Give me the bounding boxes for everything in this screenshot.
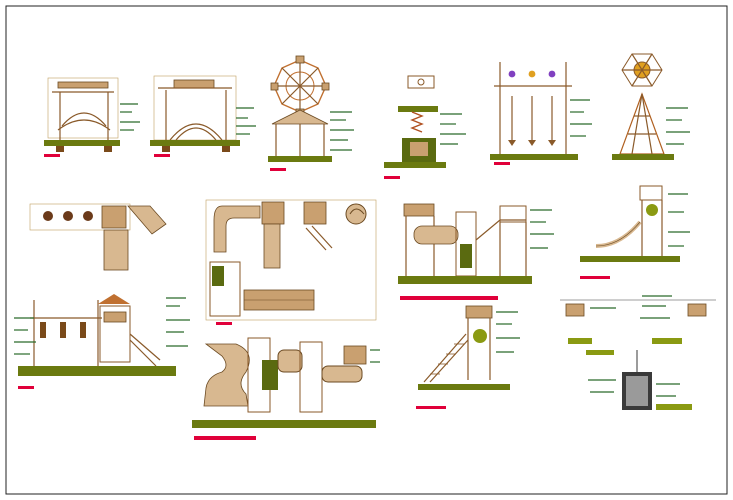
footing-details	[560, 295, 716, 410]
tower-swing-plan-elevation	[14, 203, 190, 389]
stair-platform-elevation	[416, 305, 520, 409]
swing-arch-elevation	[44, 77, 140, 157]
view-title-tag	[216, 322, 232, 325]
view-title-tag	[154, 154, 170, 157]
view-title-tag	[384, 176, 400, 179]
small-slide-elevation	[580, 185, 690, 279]
view-title-tag	[580, 276, 610, 279]
spring-rider-section	[384, 75, 466, 179]
arch-bridge-elevation	[150, 75, 256, 157]
gazebo-plan-elevation	[268, 55, 354, 171]
view-title-bar	[194, 436, 256, 440]
tube-slide-elevation	[192, 337, 380, 440]
slide-tower-plan	[205, 199, 377, 325]
view-title-tag	[416, 406, 446, 409]
sheet-border	[5, 5, 728, 495]
view-title-bar	[400, 296, 498, 300]
swing-set-elevation	[490, 62, 592, 165]
slide-tower-elevation	[398, 203, 554, 300]
view-title-tag	[18, 386, 34, 389]
climbing-net-plan-elevation	[612, 53, 690, 160]
view-title-tag	[494, 162, 510, 165]
view-title-tag	[44, 154, 60, 157]
view-title-tag	[270, 168, 286, 171]
